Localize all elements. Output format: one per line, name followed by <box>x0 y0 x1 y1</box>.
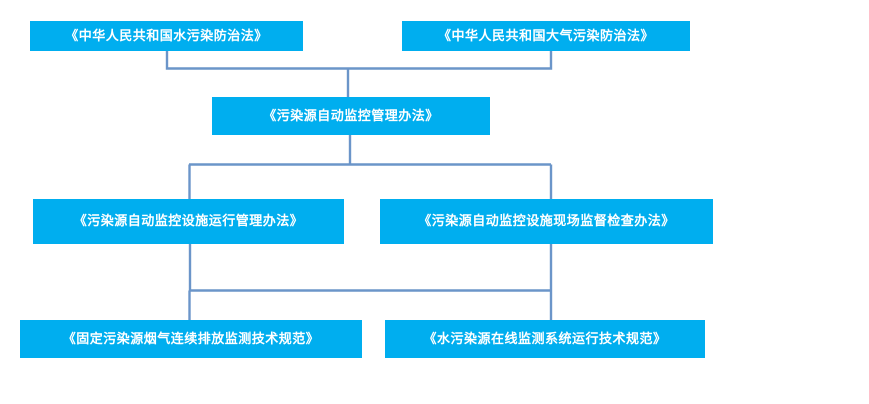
node-air-pollution-prevention-law[interactable]: 《中华人民共和国大气污染防治法》 <box>402 21 690 51</box>
node-label: 《中华人民共和国大气污染防治法》 <box>437 27 654 43</box>
node-label: 《污染源自动监控管理办法》 <box>263 107 439 123</box>
node-water-online-monitoring-technical-spec[interactable]: 《水污染源在线监测系统运行技术规范》 <box>385 320 705 358</box>
node-label: 《水污染源在线监测系统运行技术规范》 <box>423 330 667 346</box>
node-label: 《固定污染源烟气连续排放监测技术规范》 <box>62 330 320 346</box>
node-label: 《中华人民共和国水污染防治法》 <box>65 27 268 43</box>
node-water-pollution-prevention-law[interactable]: 《中华人民共和国水污染防治法》 <box>30 21 303 51</box>
node-label: 《污染源自动监控设施运行管理办法》 <box>73 213 304 229</box>
node-label: 《污染源自动监控设施现场监督检查办法》 <box>418 213 675 229</box>
node-flue-gas-cems-technical-spec[interactable]: 《固定污染源烟气连续排放监测技术规范》 <box>20 320 362 358</box>
node-facility-operation-admin-measures[interactable]: 《污染源自动监控设施运行管理办法》 <box>33 199 344 244</box>
node-facility-onsite-supervision-measures[interactable]: 《污染源自动监控设施现场监督检查办法》 <box>380 199 713 244</box>
node-pollution-source-auto-monitoring-admin-measures[interactable]: 《污染源自动监控管理办法》 <box>212 97 490 135</box>
edge-law-water-to-admin <box>165 51 553 70</box>
